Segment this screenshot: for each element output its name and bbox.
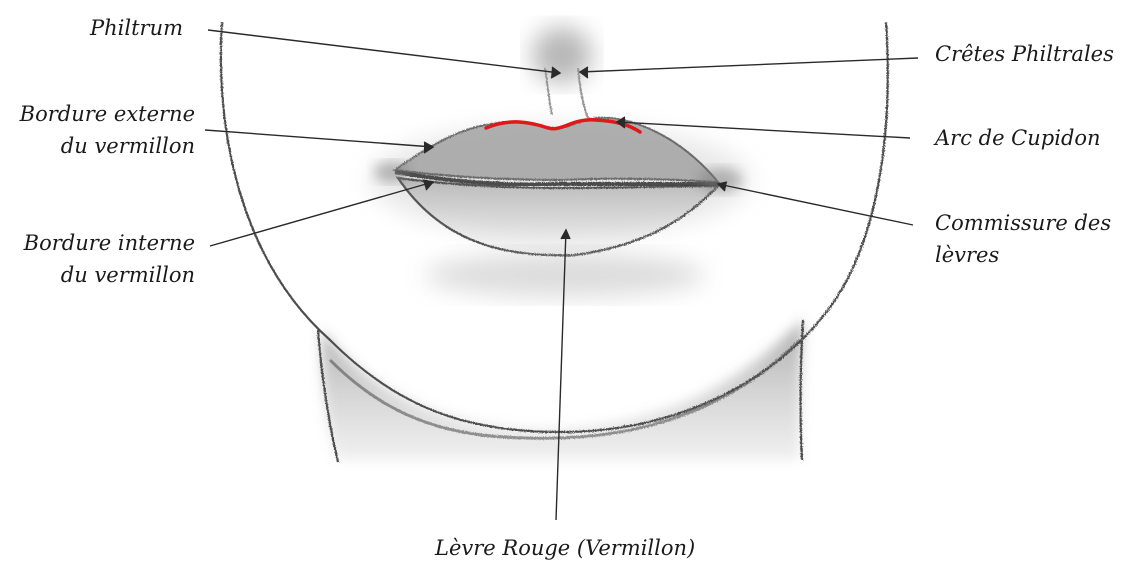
label-commissure: Commissure des lèvres	[935, 207, 1111, 271]
label-cretes-philtrales: Crêtes Philtrales	[935, 38, 1114, 70]
levre-rouge-text: Lèvre Rouge (Vermillon)	[435, 532, 695, 564]
leader-bordure-interne	[210, 182, 433, 246]
label-philtrum: Philtrum	[90, 12, 183, 44]
arc-text: Arc de Cupidon	[935, 122, 1101, 154]
bordure-interne-line2: du vermillon	[24, 259, 195, 291]
leader-philtrum	[208, 30, 560, 73]
bordure-interne-line1: Bordure interne	[24, 227, 195, 259]
leader-cretes	[580, 58, 918, 72]
bordure-externe-line2: du vermillon	[20, 130, 195, 162]
label-bordure-interne: Bordure interne du vermillon	[24, 227, 195, 291]
leader-bordure-externe	[205, 130, 433, 147]
label-levre-rouge: Lèvre Rouge (Vermillon)	[435, 532, 695, 564]
commissure-line1: Commissure des	[935, 207, 1111, 239]
cretes-text: Crêtes Philtrales	[935, 38, 1114, 70]
leader-commissure	[718, 184, 913, 225]
label-arc-de-cupidon: Arc de Cupidon	[935, 122, 1101, 154]
label-bordure-externe: Bordure externe du vermillon	[20, 98, 195, 162]
bordure-externe-line1: Bordure externe	[20, 98, 195, 130]
philtrum-text: Philtrum	[90, 12, 183, 44]
commissure-line2: lèvres	[935, 239, 1111, 271]
